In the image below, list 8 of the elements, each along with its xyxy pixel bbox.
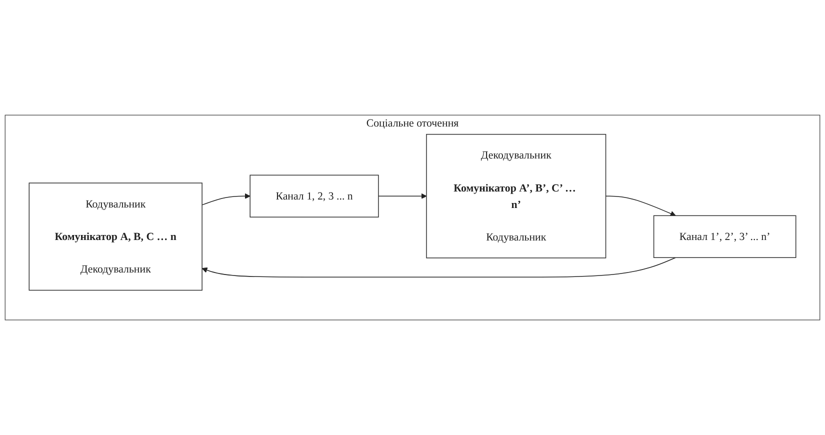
arrow <box>378 193 427 199</box>
arrow <box>202 193 250 206</box>
node-box: Кодувальник Комунікатор A, B, C … n Декодувальник <box>28 182 202 291</box>
arrow <box>605 196 676 216</box>
node-box: Декодувальник Комунікатор A’, B’, C’ … n’ Кодувальник <box>426 134 606 258</box>
arrow <box>202 257 676 278</box>
node-box: Канал 1’, 2’, 3’ ... n’ <box>653 215 796 258</box>
node-box: Канал 1, 2, 3 ... n <box>250 174 379 218</box>
